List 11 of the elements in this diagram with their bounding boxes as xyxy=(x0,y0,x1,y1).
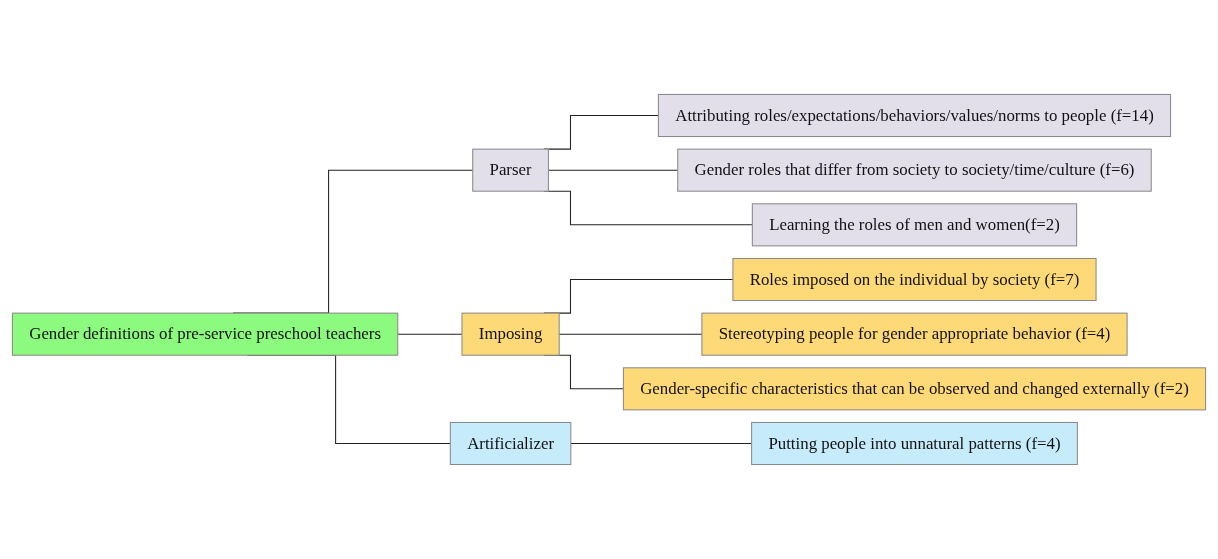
node-box: Roles imposed on the individual by society (f=7) xyxy=(732,257,1097,302)
node-box: Putting people into unnatural patterns (f=4) xyxy=(751,421,1078,466)
node-box: Gender roles that differ from society to society/time/culture (f=6) xyxy=(677,148,1152,192)
node-box: Stereotyping people for gender appropriate behavior (f=4) xyxy=(701,312,1128,356)
node-box: Gender-specific characteristics that can be observed and changed externally (f=2) xyxy=(622,367,1207,411)
node-box: Attributing roles/expectations/behaviors/values/norms to people (f=14) xyxy=(657,93,1172,138)
node-box: Imposing xyxy=(461,312,560,356)
node-box: Learning the roles of men and women(f=2) xyxy=(751,203,1078,247)
node-box: Parser xyxy=(472,148,549,192)
node-box: Gender definitions of pre-service preschool teachers xyxy=(11,312,399,356)
node-box: Artificializer xyxy=(449,421,572,466)
